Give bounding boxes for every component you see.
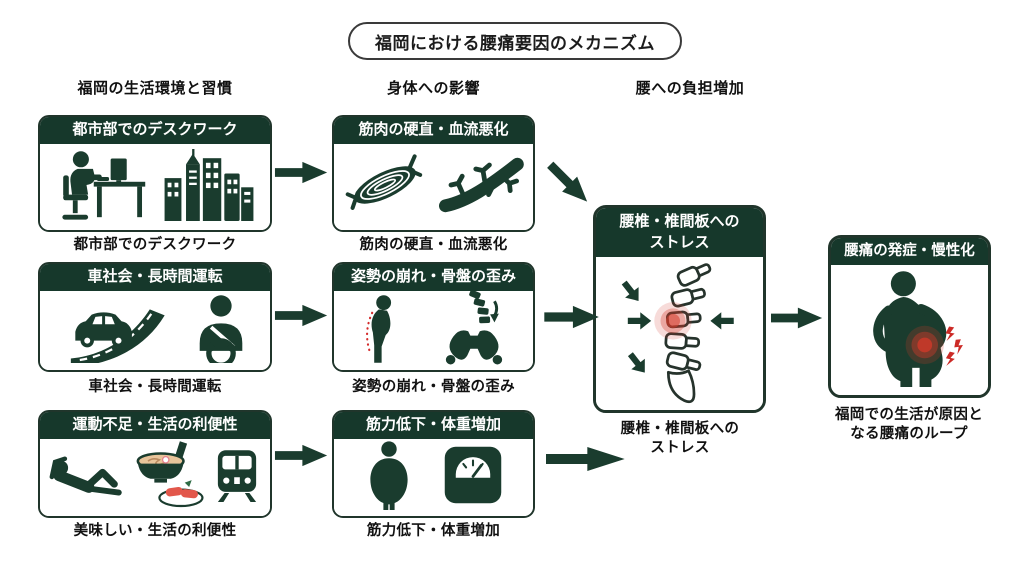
effect-box-posture-pelvis: 姿勢の崩れ・骨盤の歪み [332,262,535,372]
column-header-body-effects: 身体への影響 [386,79,480,97]
ramen-sushi-icon [129,441,205,514]
driver-icon [190,293,252,368]
cause-caption-desk-work: 都市部でのデスクワーク [73,237,237,253]
train-icon [210,442,264,513]
arrow-desk-to-muscle [274,161,329,184]
cause-box-car-society: 車社会・長時間運転 [38,262,272,372]
blood-vessel-icon [438,149,527,226]
column-header-back-load: 腰への負担増加 [635,79,745,97]
result-box-caption: 福岡での生活が原因と なる腰痛のループ [835,407,983,442]
diagram-title-text: 福岡における腰痛要因のメカニズム [375,33,655,53]
cause-box-car-society-header: 車社会・長時間運転 [40,264,270,291]
stress-box: 腰椎・椎間板への ストレス [593,205,766,413]
effect-box-weakness-weight-header: 筋力低下・体重増加 [334,412,533,439]
arrow-convenience-to-weakness [274,444,329,467]
diagram-title: 福岡における腰痛要因のメカニズム [348,22,682,60]
arrow-weakness-to-stress [546,446,626,472]
cause-caption-convenience: 美味しい・生活の利便性 [73,523,237,539]
lounging-person-icon [46,447,124,508]
arrow-muscle-to-stress [542,156,596,210]
arrow-stress-to-pain [771,306,823,330]
weight-scale-icon [442,444,504,511]
slouched-posture-icon [358,293,412,370]
arrow-car-to-posture [274,304,329,327]
result-box: 腰痛の発症・慢性化 [828,235,991,398]
cause-box-convenience: 運動不足・生活の利便性 [38,410,272,518]
column-header-lifestyle: 福岡の生活環境と習慣 [77,79,233,97]
effect-box-muscle-bloodflow-header: 筋肉の硬直・血流悪化 [334,117,533,144]
effect-box-weakness-weight: 筋力低下・体重増加 [332,410,535,518]
cause-box-convenience-header: 運動不足・生活の利便性 [40,412,270,439]
cause-box-desk-work: 都市部でのデスクワーク [38,115,272,232]
overweight-person-icon [364,440,414,515]
result-box-header: 腰痛の発症・慢性化 [831,238,988,265]
pelvis-tilt-icon [438,289,510,370]
car-road-icon [58,293,182,368]
lumbar-spine-compression-icon [599,257,761,410]
cause-caption-car-society: 車社会・長時間運転 [88,379,222,395]
city-buildings-icon [163,148,255,226]
effect-box-muscle-bloodflow: 筋肉の硬直・血流悪化 [332,115,535,232]
stress-box-caption: 腰椎・椎間板への ストレス [620,421,740,456]
effect-caption-posture-pelvis: 姿勢の崩れ・骨盤の歪み [352,379,515,395]
back-pain-person-icon [835,269,985,392]
effect-caption-muscle-bloodflow: 筋肉の硬直・血流悪化 [359,237,508,253]
desk-worker-icon [55,148,151,227]
stress-box-header: 腰椎・椎間板への ストレス [596,208,763,257]
effect-box-posture-pelvis-header: 姿勢の崩れ・骨盤の歪み [334,264,533,291]
cause-box-desk-work-header: 都市部でのデスクワーク [40,117,270,144]
effect-caption-weakness-weight: 筋力低下・体重増加 [366,523,501,539]
arrow-posture-to-stress [541,305,603,329]
muscle-icon [341,149,429,226]
